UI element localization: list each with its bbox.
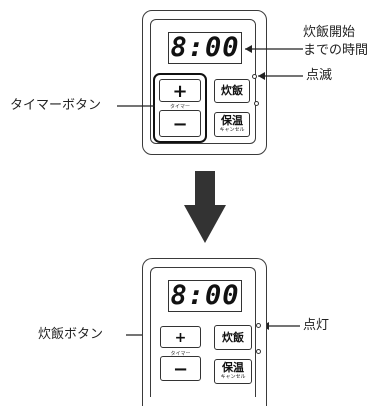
cook-button-callout: 炊飯ボタン (38, 327, 104, 342)
bottom-timer-label: タイマー (170, 351, 191, 357)
blinking-callout: 点滅 (306, 68, 333, 83)
bottom-cook-indicator-dot (256, 323, 261, 328)
start-time-callout: 炊飯開始 までの時間 (303, 24, 368, 60)
down-arrow (184, 171, 226, 243)
top-cancel-label: キャンセル (219, 127, 245, 133)
bottom-cancel-label: キャンセル (220, 374, 246, 380)
bottom-time-display: 8:00 (168, 280, 242, 312)
top-warm-indicator-dot (254, 101, 259, 106)
bottom-timer-plus-button[interactable]: + (160, 326, 201, 348)
top-time-display: 8:00 (168, 32, 242, 64)
bottom-cook-button[interactable]: 炊飯 (214, 325, 252, 350)
start-time-callout-line2: までの時間 (303, 43, 369, 58)
top-panel-inner-frame (150, 19, 256, 144)
bottom-panel-inner-frame (150, 267, 256, 397)
top-timer-minus-button[interactable]: − (159, 110, 201, 137)
bottom-keep-warm-button[interactable]: 保温 キャンセル (214, 359, 252, 384)
top-timer-plus-button[interactable]: + (159, 79, 201, 102)
bottom-keep-warm-label: 保温 (222, 361, 244, 374)
top-keep-warm-button[interactable]: 保温 キャンセル (214, 112, 250, 137)
timer-button-highlight (153, 73, 207, 143)
top-cook-indicator-dot (252, 74, 257, 79)
start-time-callout-line1: 炊飯開始 (303, 25, 356, 40)
bottom-timer-minus-button[interactable]: − (160, 356, 201, 381)
timer-button-callout: タイマーボタン (10, 98, 102, 113)
bottom-warm-indicator-dot (256, 349, 261, 354)
top-keep-warm-label: 保温 (221, 114, 243, 127)
top-timer-label: タイマー (169, 104, 190, 110)
lit-callout: 点灯 (303, 318, 330, 333)
top-cook-button[interactable]: 炊飯 (214, 79, 250, 103)
